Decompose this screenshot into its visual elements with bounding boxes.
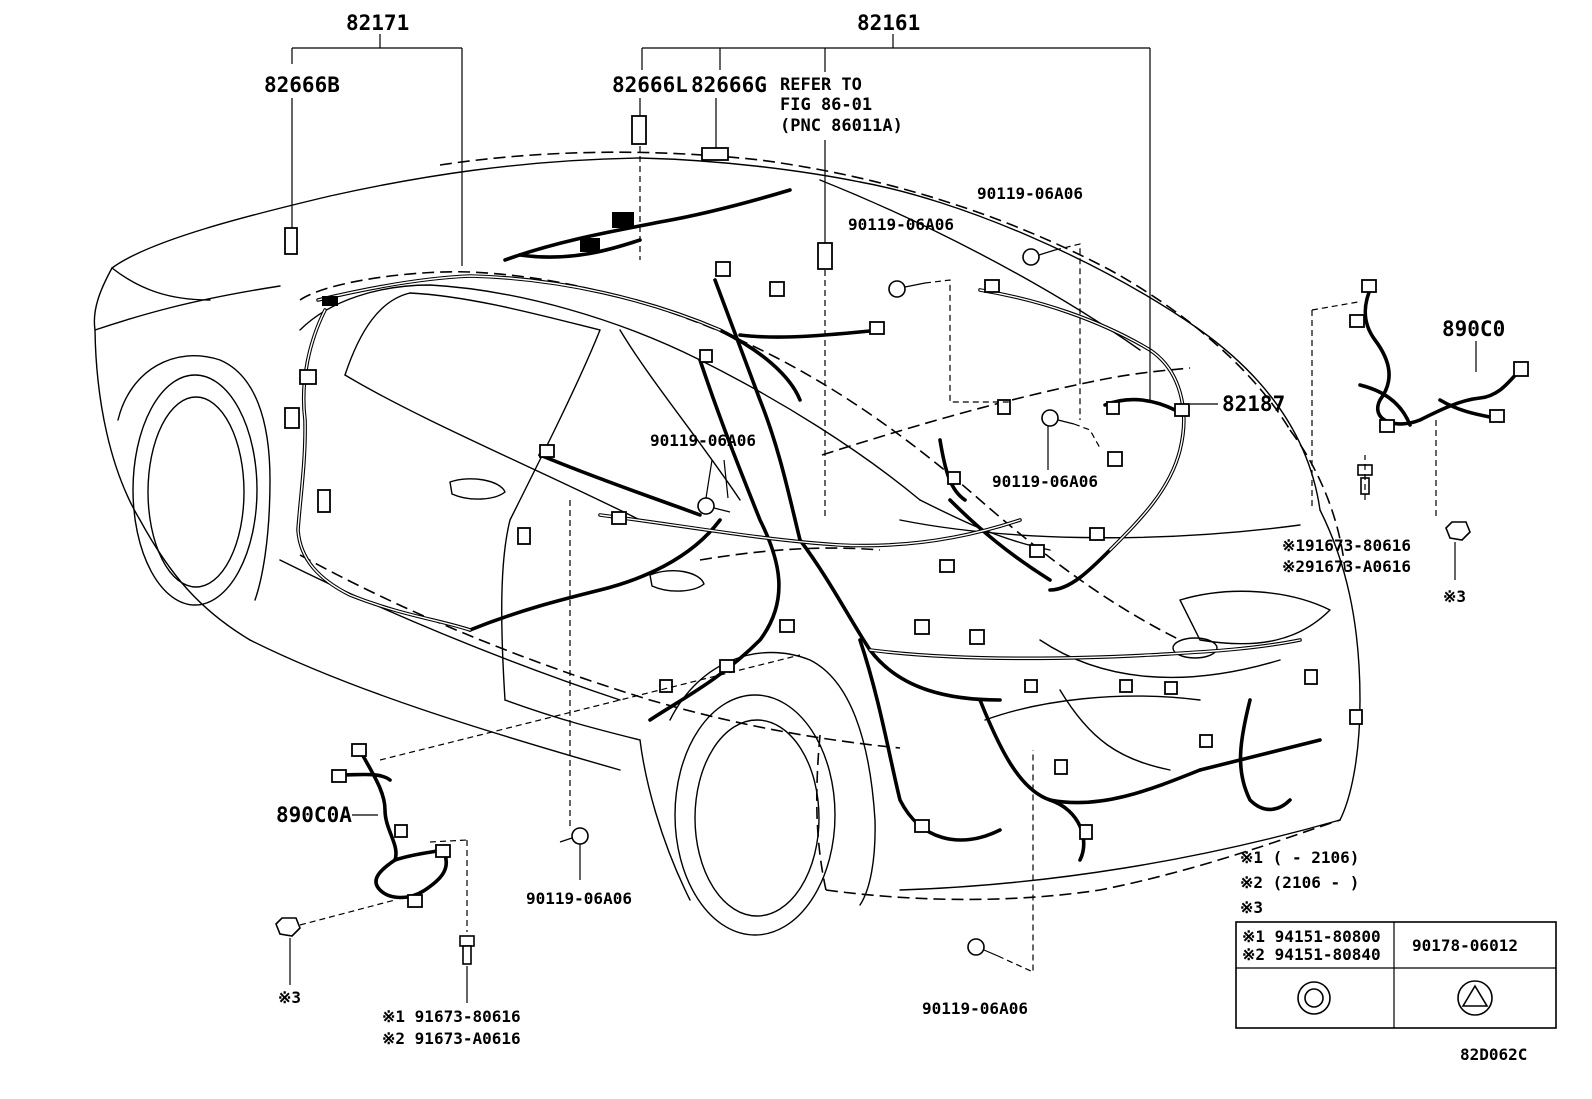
- bolt-bottom-center: [967, 938, 999, 957]
- legend-note-3: ※3: [1240, 898, 1263, 917]
- legend-table-col1-line1: ※1 94151-80800: [1242, 927, 1381, 946]
- label-refer-line1: REFER TO: [780, 75, 862, 95]
- label-clip-left-note: ※3: [278, 988, 301, 1007]
- label-82666B: 82666B: [264, 73, 340, 97]
- leader-lines: [289, 34, 1477, 1003]
- label-bolt-bottom-center: 90119-06A06: [922, 999, 1028, 1018]
- legend-table: ※1 94151-80800 ※2 94151-80840 90178-0601…: [1235, 921, 1557, 1029]
- clip-left-bolt: [459, 935, 475, 965]
- car-body-outline: [93, 157, 1361, 936]
- bolt-right-mid: [1041, 409, 1075, 427]
- label-bolt-right-mid: 90119-06A06: [992, 472, 1098, 491]
- label-bolt-center: 90119-06A06: [650, 431, 756, 450]
- legend-note-2: ※2 (2106 - ): [1240, 873, 1359, 892]
- legend: ※1 ( - 2106) ※2 (2106 - ) ※3 ※1 94151-80…: [1235, 848, 1557, 1064]
- label-clip-right-note: ※3: [1443, 587, 1466, 606]
- clip-right-nut: [1445, 521, 1471, 541]
- label-890C0: 890C0: [1442, 317, 1505, 341]
- label-clip-left-1: ※1 91673-80616: [382, 1007, 521, 1026]
- harness-connectors: [284, 115, 1363, 840]
- label-82171: 82171: [346, 11, 409, 35]
- clip-nut-icon: [1297, 981, 1331, 1015]
- label-refer-line3: (PNC 86011A): [780, 116, 903, 136]
- legend-table-col2: 90178-06012: [1412, 936, 1518, 955]
- label-82666L: 82666L: [612, 73, 688, 97]
- label-bolt-top-right: 90119-06A06: [977, 184, 1083, 203]
- label-bolt-top-mid: 90119-06A06: [848, 215, 954, 234]
- label-890C0A: 890C0A: [276, 803, 352, 827]
- bolt-center: [697, 497, 731, 515]
- bolt-top-mid: [888, 280, 926, 298]
- label-clip-right-1: ※191673-80616: [1282, 536, 1411, 555]
- clip-left-nut: [275, 917, 301, 937]
- part-labels: 82171 82161 82666B 82666L 82666G REFER T…: [264, 11, 1505, 1048]
- bolt-top-right: [1022, 248, 1056, 266]
- figure-code: 82D062C: [1460, 1045, 1527, 1064]
- label-clip-right-2: ※291673-A0616: [1282, 557, 1411, 576]
- label-refer-line2: FIG 86-01: [780, 95, 872, 115]
- sensor-harness-890C0A: [331, 743, 451, 908]
- label-bolt-bottom-left: 90119-06A06: [526, 889, 632, 908]
- label-clip-left-2: ※2 91673-A0616: [382, 1029, 521, 1048]
- label-82187: 82187: [1222, 392, 1285, 416]
- grommet-icon: [1457, 980, 1493, 1016]
- label-82666G: 82666G: [691, 73, 767, 97]
- bolt-bottom-left: [559, 827, 589, 845]
- sensor-harness-890C0: [1349, 279, 1529, 433]
- legend-note-1: ※1 ( - 2106): [1240, 848, 1359, 867]
- harness-wires: [296, 188, 1322, 862]
- legend-table-col1-line2: ※2 94151-80840: [1242, 945, 1381, 964]
- label-82161: 82161: [857, 11, 920, 35]
